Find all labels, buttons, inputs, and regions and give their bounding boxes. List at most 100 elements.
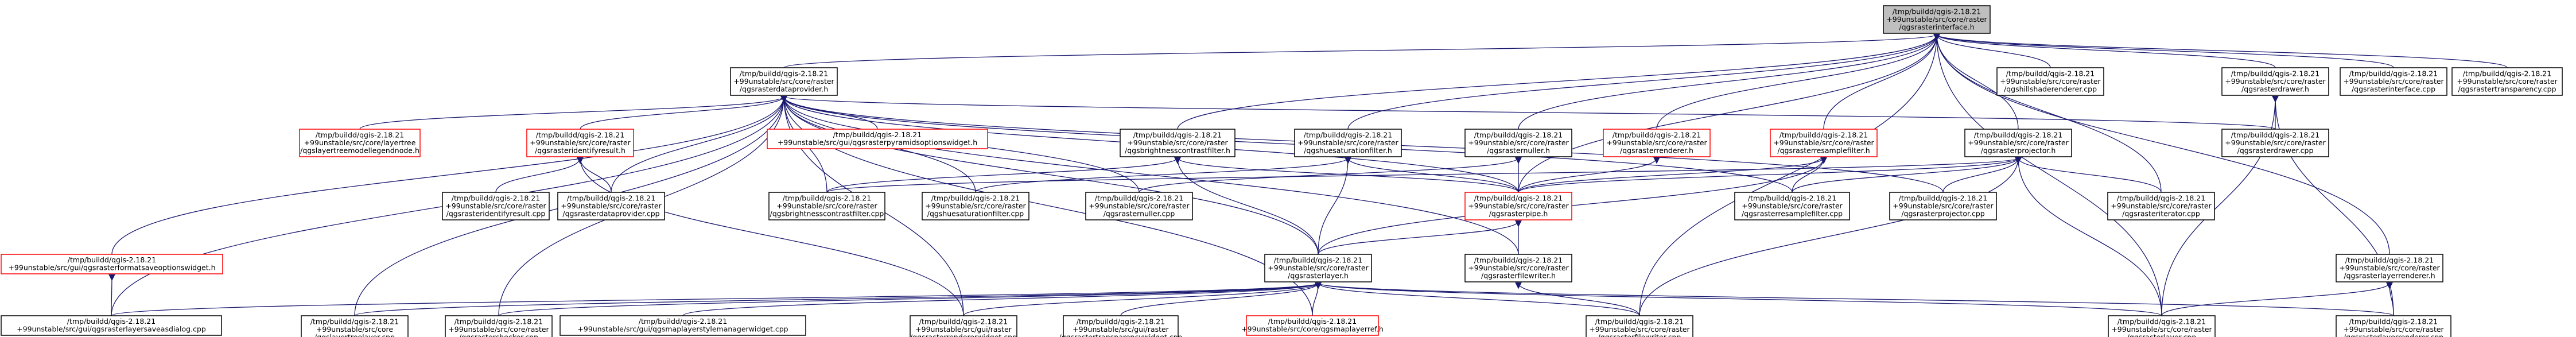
graph-node-layerrenderer-cpp[interactable]: /tmp/buildd/qgis-2.18.21+99unstable/src/… <box>2336 315 2451 337</box>
node-label-line: /qgsrasteridentifyresult.h <box>535 146 625 154</box>
node-label-line: /tmp/buildd/qgis-2.18.21 <box>2231 130 2319 139</box>
graph-node-huesat-cpp[interactable]: /tmp/buildd/qgis-2.18.21+99unstable/src/… <box>922 192 1029 220</box>
edge-root-to-layerrenderer-h <box>1933 33 2390 255</box>
graph-node-pyramids-widget-h[interactable]: /tmp/buildd/qgis-2.18.21+99unstable/src/… <box>767 129 988 149</box>
graph-node-projector-cpp[interactable]: /tmp/buildd/qgis-2.18.21+99unstable/src/… <box>1889 192 1997 220</box>
node-label-line: +99unstable/src/core/raster <box>1089 202 1190 210</box>
graph-node-resample-cpp[interactable]: /tmp/buildd/qgis-2.18.21+99unstable/src/… <box>1734 192 1850 220</box>
node-label-line: /tmp/buildd/qgis-2.18.21 <box>2349 317 2438 326</box>
graph-node-nuller-h[interactable]: /tmp/buildd/qgis-2.18.21+99unstable/src/… <box>1464 129 1572 157</box>
node-label-line: +99unstable/src/core/raster <box>1742 202 1843 210</box>
graph-node-transparency-cpp[interactable]: /tmp/buildd/qgis-2.18.21+99unstable/src/… <box>2451 67 2563 96</box>
graph-node-interface-cpp[interactable]: /tmp/buildd/qgis-2.18.21+99unstable/src/… <box>2340 67 2447 96</box>
edge-identifyresult-h-to-dataprovider-cpp <box>577 157 612 193</box>
graph-node-nuller-cpp[interactable]: /tmp/buildd/qgis-2.18.21+99unstable/src/… <box>1085 192 1193 220</box>
node-label-line: /qgsrasterlayer.cpp <box>2127 332 2197 337</box>
node-box <box>1 254 223 274</box>
edge-projector-h-to-layer-cpp <box>2015 157 2162 316</box>
graph-node-drawer-cpp[interactable]: /tmp/buildd/qgis-2.18.21+99unstable/src/… <box>2221 129 2329 157</box>
graph-node-transparencywidget-cpp[interactable]: /tmp/buildd/qgis-2.18.21+99unstable/src/… <box>1059 315 1183 337</box>
node-label-line: /tmp/buildd/qgis-2.18.21 <box>1595 317 1684 326</box>
graph-node-dataprovider-h[interactable]: /tmp/buildd/qgis-2.18.21+99unstable/src/… <box>730 67 838 96</box>
edge-root-to-resample-h <box>1823 33 1940 130</box>
graph-node-rendererwidget-cpp[interactable]: /tmp/buildd/qgis-2.18.21+99unstable/src/… <box>910 315 1017 337</box>
node-label-line: /qgsrasterresamplefilter.h <box>1777 146 1870 154</box>
node-label-line: +99unstable/src/core/layertree <box>304 138 416 147</box>
node-label-line: /qgsrasterresamplefilter.cpp <box>1742 209 1843 218</box>
edge-layer-h-to-layer-cpp <box>1315 282 2162 316</box>
graph-node-layerrenderer-h[interactable]: /tmp/buildd/qgis-2.18.21+99unstable/src/… <box>2336 254 2443 282</box>
node-label-line: +99unstable/src/core/raster <box>1886 15 1987 24</box>
graph-node-identifyresult-h[interactable]: /tmp/buildd/qgis-2.18.21+99unstable/src/… <box>526 129 634 157</box>
edges-layer <box>108 33 2508 316</box>
node-box <box>922 192 1029 220</box>
edge-root-to-drawer-h <box>1933 33 2276 68</box>
graph-node-layertree-h[interactable]: /tmp/buildd/qgis-2.18.21+99unstable/src/… <box>299 129 421 157</box>
edge-root-to-pipe-h <box>1518 33 1940 193</box>
node-label-line: /tmp/buildd/qgis-2.18.21 <box>740 69 828 78</box>
graph-node-pipe-h[interactable]: /tmp/buildd/qgis-2.18.21+99unstable/src/… <box>1464 192 1572 220</box>
edge-huesat-h-to-layer-h <box>1318 157 1351 255</box>
node-label-line: /qgslayertreelayer.cpp <box>314 332 395 337</box>
graph-node-drawer-h[interactable]: /tmp/buildd/qgis-2.18.21+99unstable/src/… <box>2221 67 2329 96</box>
node-label-line: /qgslayertreemodellegendnode.h <box>300 146 419 154</box>
graph-node-layertreelayer-cpp[interactable]: /tmp/buildd/qgis-2.18.21+99unstable/src/… <box>301 315 409 337</box>
node-label-line: /tmp/buildd/qgis-2.18.21 <box>1304 130 1392 139</box>
node-label-line: /tmp/buildd/qgis-2.18.21 <box>67 317 156 326</box>
node-label-line: +99unstable/src/core/raster <box>2225 138 2326 147</box>
edge-root-to-hillshaderenderer-cpp <box>1933 33 2051 68</box>
edge-projector-h-to-pipe-h <box>1518 157 2022 193</box>
node-label-line: +99unstable/src/core/raster <box>1589 325 1690 334</box>
node-label-line: +99unstable/src/core/raster <box>925 202 1026 210</box>
node-label-line: +99unstable/src/core/raster <box>2225 77 2326 86</box>
edge-nuller-h-to-nuller-cpp <box>1139 157 1522 193</box>
graph-node-filewriter-h[interactable]: /tmp/buildd/qgis-2.18.21+99unstable/src/… <box>1464 254 1572 282</box>
graph-node-layer-cpp[interactable]: /tmp/buildd/qgis-2.18.21+99unstable/src/… <box>2108 315 2216 337</box>
graph-node-stylemanager-cpp[interactable]: /tmp/buildd/qgis-2.18.21+99unstable/src/… <box>560 315 806 336</box>
edge-layer-h-to-filewriter-cpp <box>1315 282 1640 316</box>
node-label-line: +99unstable/src/core/raster <box>448 325 549 334</box>
graph-node-maplayerref-h[interactable]: /tmp/buildd/qgis-2.18.21+99unstable/src/… <box>1241 315 1384 336</box>
graph-node-renderer-h[interactable]: /tmp/buildd/qgis-2.18.21+99unstable/src/… <box>1603 129 1711 157</box>
node-label-line: /tmp/buildd/qgis-2.18.21 <box>1893 7 1981 16</box>
graph-node-identifyresult-cpp[interactable]: /tmp/buildd/qgis-2.18.21+99unstable/src/… <box>442 192 550 220</box>
node-box <box>2340 67 2447 96</box>
node-label-line: /tmp/buildd/qgis-2.18.21 <box>833 130 922 139</box>
graph-node-resample-h[interactable]: /tmp/buildd/qgis-2.18.21+99unstable/src/… <box>1770 129 1878 157</box>
graph-node-huesat-h[interactable]: /tmp/buildd/qgis-2.18.21+99unstable/src/… <box>1294 129 1402 157</box>
graph-node-brightness-h[interactable]: /tmp/buildd/qgis-2.18.21+99unstable/src/… <box>1120 129 1235 157</box>
node-box <box>1264 254 1372 282</box>
edge-brightness-h-to-pipe-h <box>1174 157 1519 193</box>
graph-node-formatsave-h[interactable]: /tmp/buildd/qgis-2.18.21+99unstable/src/… <box>1 254 223 274</box>
node-label-line: +99unstable/src/gui/raster <box>915 325 1012 334</box>
node-label-line: /qgsrasterlayer.h <box>1288 271 1349 280</box>
edge-layer-h-to-stylemanager-cpp <box>682 282 1322 316</box>
graph-node-checker-cpp[interactable]: /tmp/buildd/qgis-2.18.21+99unstable/src/… <box>445 315 553 337</box>
node-label-line: /tmp/buildd/qgis-2.18.21 <box>2345 255 2434 264</box>
graph-node-brightness-cpp[interactable]: /tmp/buildd/qgis-2.18.21+99unstable/src/… <box>768 192 885 220</box>
node-label-line: +99unstable/src/gui/raster <box>1073 325 1170 334</box>
node-box <box>2336 254 2443 282</box>
node-label-line: /tmp/buildd/qgis-2.18.21 <box>1268 317 1357 326</box>
graph-node-filewriter-cpp[interactable]: /tmp/buildd/qgis-2.18.21+99unstable/src/… <box>1586 315 1693 337</box>
node-label-line: +99unstable/src/core/raster <box>2111 202 2212 210</box>
graph-node-layer-h[interactable]: /tmp/buildd/qgis-2.18.21+99unstable/src/… <box>1264 254 1372 282</box>
node-label-line: +99unstable/src/core/raster <box>1268 264 1369 272</box>
node-box <box>1883 5 1991 34</box>
graph-node-hillshaderenderer-cpp[interactable]: /tmp/buildd/qgis-2.18.21+99unstable/src/… <box>1996 67 2104 96</box>
node-label-line: +99unstable/src/core/raster <box>733 77 834 86</box>
graph-node-iterator-cpp[interactable]: /tmp/buildd/qgis-2.18.21+99unstable/src/… <box>2107 192 2215 220</box>
node-box <box>1120 129 1235 157</box>
node-label-line: /qgsrasterdrawer.cpp <box>2237 146 2314 154</box>
graph-node-root[interactable]: /tmp/buildd/qgis-2.18.21+99unstable/src/… <box>1883 5 1991 34</box>
edge-root-to-dataprovider-h <box>783 33 1940 68</box>
graph-node-dataprovider-cpp[interactable]: /tmp/buildd/qgis-2.18.21+99unstable/src/… <box>557 192 665 220</box>
node-label-line: /qgsrasteriterator.cpp <box>2122 209 2200 218</box>
graph-node-saveasdialog-cpp[interactable]: /tmp/buildd/qgis-2.18.21+99unstable/src/… <box>1 315 222 336</box>
edge-layer-h-to-layerrenderer-cpp <box>1315 282 2394 316</box>
node-label-line: /tmp/buildd/qgis-2.18.21 <box>931 193 1020 202</box>
node-label-line: /tmp/buildd/qgis-2.18.21 <box>1780 130 1868 139</box>
node-label-line: /qgsrasterfilewriter.h <box>1481 271 1556 280</box>
node-label-line: +99unstable/src/core/raster <box>2457 77 2558 86</box>
graph-node-projector-h[interactable]: /tmp/buildd/qgis-2.18.21+99unstable/src/… <box>1964 129 2072 157</box>
